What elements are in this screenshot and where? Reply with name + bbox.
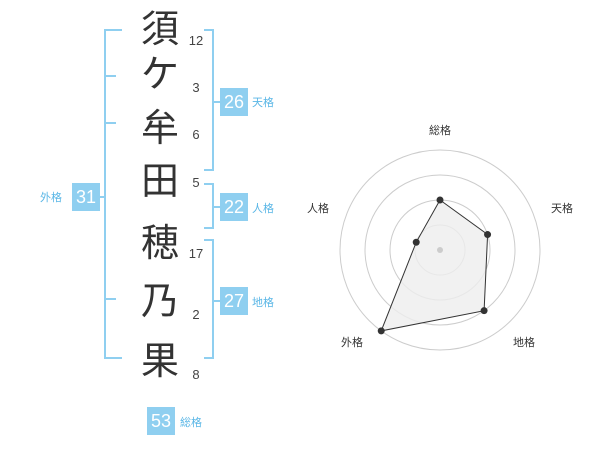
radar-center-dot (437, 247, 443, 253)
jinkaku-label: 人格 (252, 202, 274, 215)
stroke-count-6: 2 (192, 307, 200, 322)
radar-label-jinkaku: 人格 (307, 201, 329, 215)
name-char-7: 果 (140, 339, 179, 383)
chikaku-label: 地格 (252, 296, 274, 309)
stroke-count-4: 5 (192, 175, 200, 190)
radar-points (377, 196, 492, 335)
soukaku-value: 53 (147, 407, 175, 435)
stroke-count-2: 3 (192, 80, 200, 95)
tenkaku-label: 天格 (252, 96, 274, 109)
radar-point-3 (480, 307, 488, 315)
radar-ring (339, 149, 541, 351)
stroke-count-5: 17 (188, 246, 204, 261)
stroke-count-3: 6 (192, 127, 200, 142)
name-char-5: 穂 (140, 221, 179, 265)
name-char-6: 乃 (140, 279, 179, 323)
radar-point-2 (484, 231, 492, 239)
name-char-2: ケ (140, 52, 179, 96)
stroke-count-1: 12 (188, 33, 204, 48)
radar-polygon (380, 199, 489, 332)
name-char-1: 須 (140, 7, 179, 51)
name-char-3: 牟 (140, 106, 179, 150)
radar-label-gaikaku: 外格 (341, 335, 363, 349)
radar-point-4 (377, 327, 385, 335)
tenkaku-value: 26 (220, 88, 248, 116)
radar-point-5 (412, 238, 420, 246)
radar-point-1 (436, 196, 444, 204)
name-char-4: 田 (140, 159, 179, 203)
stroke-count-7: 8 (192, 367, 200, 382)
chikaku-value: 27 (220, 287, 248, 315)
gaikaku-label: 外格 (40, 191, 62, 204)
radar-label-chikaku: 地格 (513, 335, 535, 349)
radar-label-soukaku: 総格 (429, 123, 451, 137)
soukaku-label: 総格 (180, 416, 202, 429)
radar-label-tenkaku: 天格 (551, 201, 573, 215)
radar-ring (364, 174, 516, 326)
jinkaku-value: 22 (220, 193, 248, 221)
gaikaku-value: 31 (72, 183, 100, 211)
